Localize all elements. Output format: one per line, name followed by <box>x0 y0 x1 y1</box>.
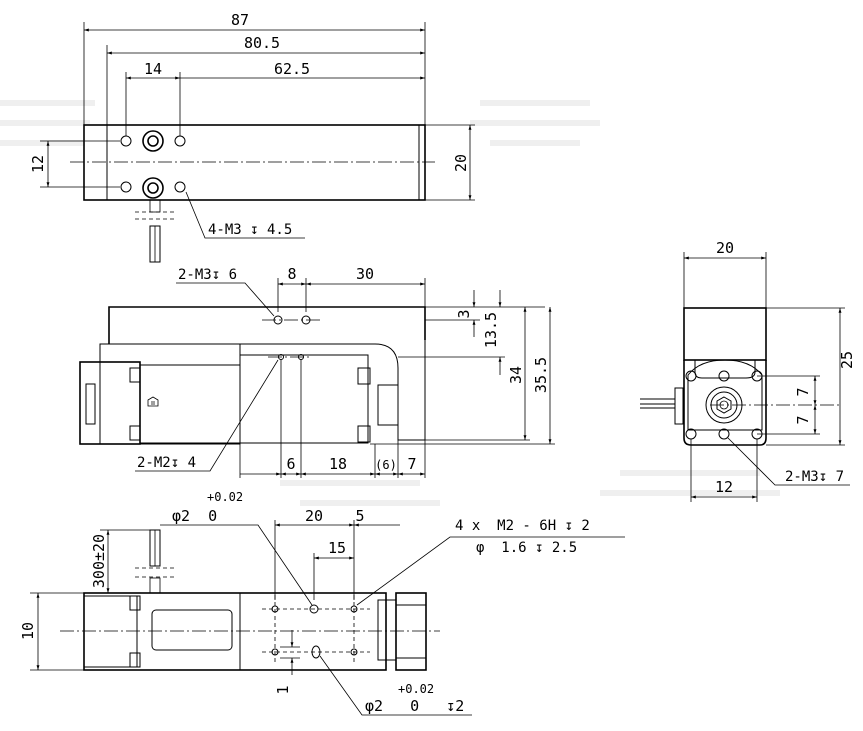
dim-overall-length: 87 <box>231 11 249 29</box>
dim-side-8: 8 <box>287 265 296 283</box>
dim-end-base: 12 <box>715 478 733 496</box>
dim-side-18: 18 <box>329 455 347 473</box>
dim-side-35-5: 35.5 <box>532 357 550 393</box>
end-view: 20 25 7 7 12 2-M3↧ 7 <box>640 239 856 502</box>
side-view: 2-M3↧ 6 8 30 3 13.5 34 35.5 6 18 (6) 7 2… <box>79 265 555 478</box>
note-top-holes: 4-M3 ↧ 4.5 <box>208 222 292 238</box>
dim-hole-span: 62.5 <box>274 60 310 78</box>
dim-bottom-15: 15 <box>328 539 346 557</box>
dim-hole-spacing: 12 <box>29 155 47 173</box>
top-view: 87 80.5 14 62.5 20 12 4-M3 ↧ 4.5 <box>29 11 475 263</box>
dim-side-7: 7 <box>407 455 416 473</box>
dim-bottom-1: 1 <box>274 685 292 694</box>
note-threads-line2: φ 1.6 ↧ 2.5 <box>476 540 577 556</box>
dim-side-3: 3 <box>455 309 473 318</box>
dim-body-height: 20 <box>452 154 470 172</box>
pin-diameter-tolerance: +0.02 <box>207 490 243 504</box>
note-end-holes: 2-M3↧ 7 <box>785 469 844 485</box>
note-side-holes-m2: 2-M2↧ 4 <box>137 455 196 471</box>
note-threads-line1: 4 x M2 - 6H ↧ 2 <box>455 518 590 534</box>
dim-side-paren-6: (6) <box>375 458 397 472</box>
dim-bottom-20: 20 <box>305 507 323 525</box>
dim-bottom-5: 5 <box>355 507 364 525</box>
dim-side-34: 34 <box>507 366 525 384</box>
pin-diameter: φ2 0 <box>172 507 217 525</box>
dim-side-13-5: 13.5 <box>482 312 500 348</box>
dim-end-height: 25 <box>838 351 856 369</box>
slot-diameter: φ2 0 ↧2 <box>365 697 464 715</box>
watermark <box>0 100 780 506</box>
dim-end-width: 20 <box>716 239 734 257</box>
slot-tolerance: +0.02 <box>398 682 434 696</box>
dim-bottom-10: 10 <box>19 622 37 640</box>
cable-length: 300±20 <box>90 534 108 588</box>
dim-side-6: 6 <box>286 455 295 473</box>
dim-end-up: 7 <box>794 387 812 396</box>
bottom-view: +0.02 φ2 0 20 5 15 300±20 10 1 4 x M2 - … <box>19 490 625 716</box>
dim-end-down: 7 <box>794 415 812 424</box>
dim-hole-offset: 14 <box>144 60 162 78</box>
dim-side-30: 30 <box>356 265 374 283</box>
dim-body-length: 80.5 <box>244 34 280 52</box>
note-top-holes-m3: 2-M3↧ 6 <box>178 267 237 283</box>
